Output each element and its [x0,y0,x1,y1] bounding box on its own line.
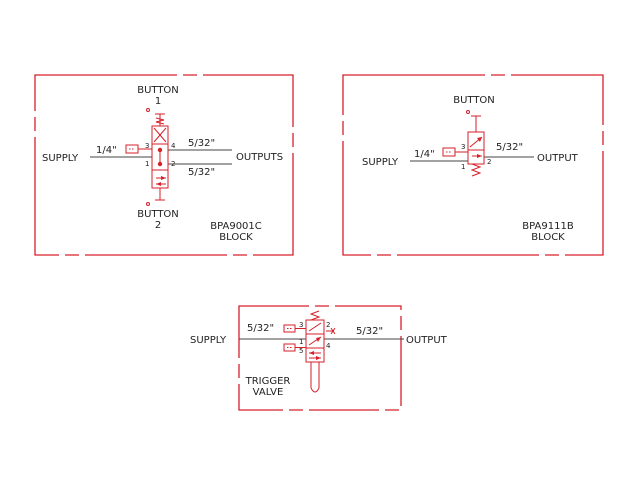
circuit-3-valve-symbol [305,310,336,393]
circuit-2-supply-label: SUPPLY [362,157,399,168]
circuit-1-output-size-b: 5/32" [188,167,215,178]
circuit-1-outputs-label: OUTPUTS [236,152,283,163]
circuit-trigger-valve: SUPPLY 5/32" OUTPUT 5/32" 3 2 1 4 5 TRIG… [190,305,448,411]
circuit-3-boundary [238,305,402,411]
circuit-2-output-size: 5/32" [496,142,523,153]
circuit-2-port-1: 1 [461,163,465,171]
circuit-2-model: BPA9111B [522,221,574,232]
circuit-3-port-4: 4 [326,342,331,350]
circuit-1-output-size-a: 5/32" [188,138,215,149]
circuit-3-name-sub: VALVE [253,387,284,398]
circuit-1-model-sub: BLOCK [219,232,253,243]
circuit-3-output-size: 5/32" [356,326,383,337]
circuit-3-port-3: 3 [299,321,303,329]
circuit-1-port-4: 4 [171,142,176,150]
circuit-3-supply-label: SUPPLY [190,335,227,346]
circuit-1-button-bottom-number: 2 [155,220,161,231]
circuit-3-port-1: 1 [299,338,303,346]
circuit-3-port-2: 2 [326,321,330,329]
circuit-2-valve-symbol [466,110,485,177]
circuit-1-button-top-number: 1 [155,96,161,107]
circuit-1-button-bottom-label: BUTTON [137,209,179,220]
circuit-1-supply-label: SUPPLY [42,153,79,164]
circuit-1-port-3: 3 [145,142,149,150]
circuit-2-filter-icon [442,147,468,157]
circuit-3-supply-size: 5/32" [247,323,274,334]
circuit-2-supply-size: 1/4" [414,149,435,160]
circuit-bpa9001c: BUTTON 1 BUTTON 2 SUPPLY 1/4" OUTPUTS 5/… [34,74,294,256]
circuit-bpa9111b: BUTTON SUPPLY 1/4" OUTPUT 5/32" 3 1 2 BP… [342,74,604,256]
circuit-2-model-sub: BLOCK [531,232,565,243]
circuit-3-name: TRIGGER [245,376,291,387]
circuit-2-port-2: 2 [487,158,491,166]
circuit-2-button-label: BUTTON [453,95,495,106]
circuit-1-valve-symbol [146,108,169,206]
circuit-1-supply-size: 1/4" [96,145,117,156]
circuit-1-port-1: 1 [145,160,149,168]
circuit-2-output-label: OUTPUT [537,153,579,164]
circuit-1-button-top-label: BUTTON [137,85,179,96]
circuit-1-filter-icon [125,144,152,154]
circuit-1-port-2: 2 [171,160,175,168]
circuit-3-output-label: OUTPUT [406,335,448,346]
circuit-1-boundary [34,74,294,256]
circuit-2-boundary [342,74,604,256]
circuit-3-filter-icons [283,324,306,352]
circuit-2-port-3: 3 [461,143,465,151]
circuit-1-model: BPA9001C [210,221,262,232]
circuit-3-port-5: 5 [299,347,303,355]
